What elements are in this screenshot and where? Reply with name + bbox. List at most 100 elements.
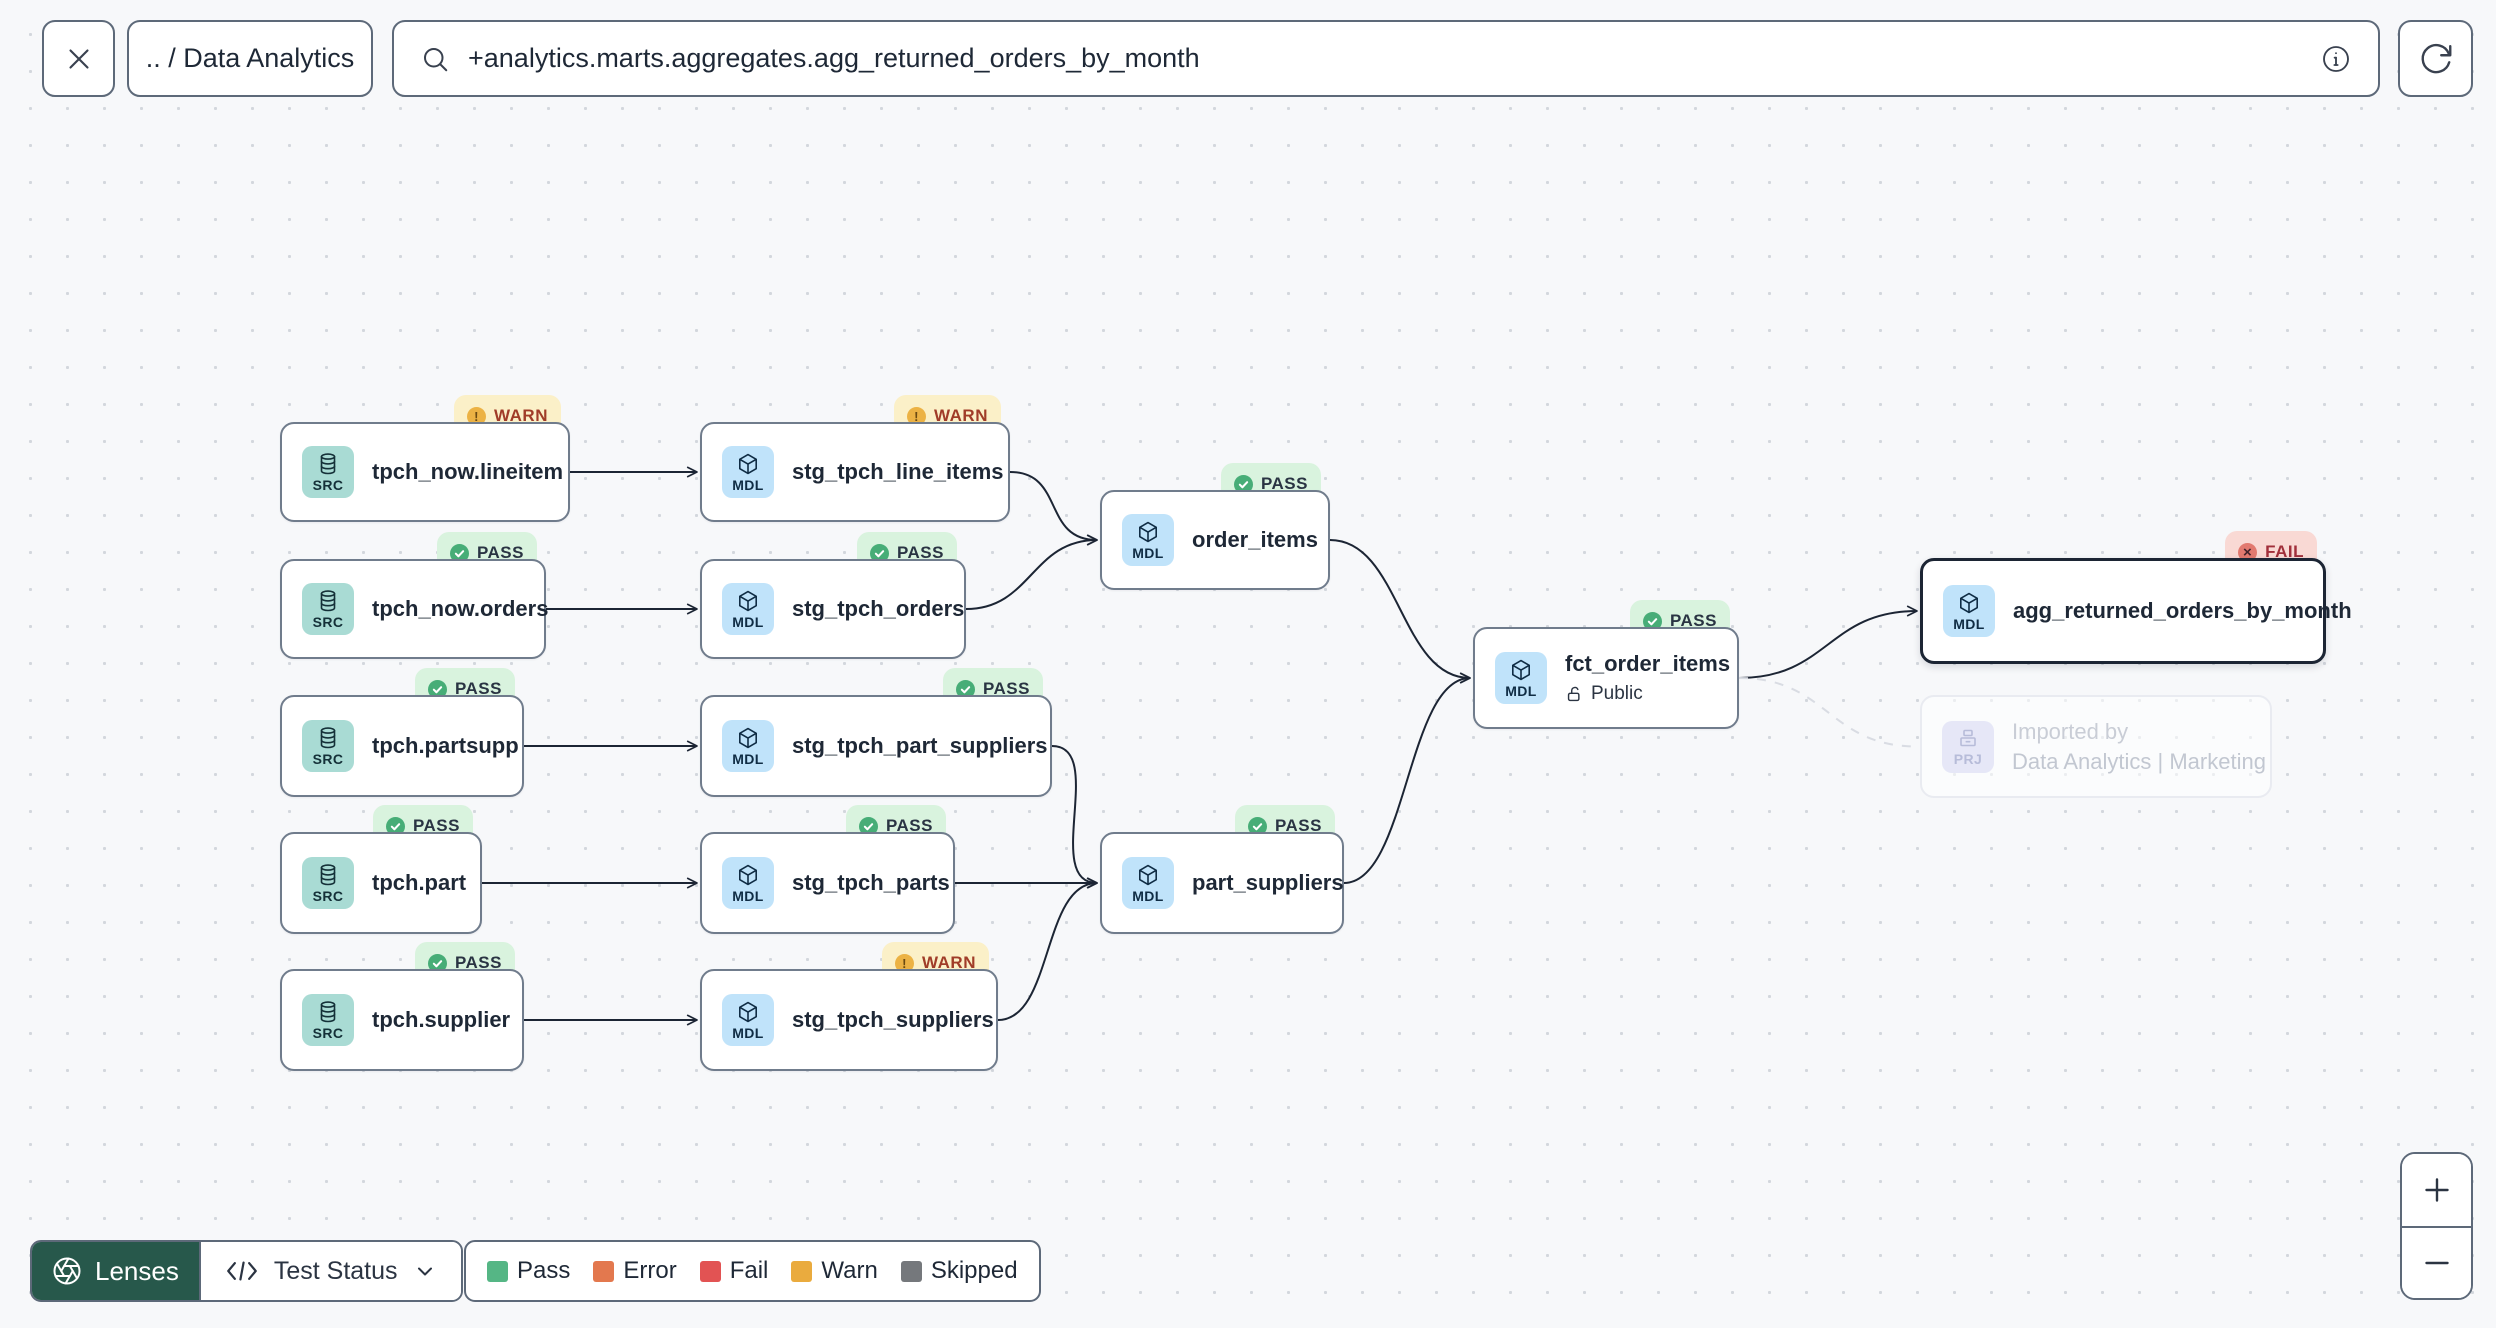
node-tpch_supplier[interactable]: PASS SRC tpch.supplier bbox=[280, 942, 524, 1071]
node-type-label: SRC bbox=[312, 750, 344, 767]
node-tpch_partsupp[interactable]: PASS SRC tpch.partsupp bbox=[280, 668, 524, 797]
edge-part_suppliers-to-fct_order_items bbox=[1343, 672, 1471, 884]
lens-selector[interactable]: Test Status bbox=[198, 1242, 461, 1300]
node-type-label: PRJ bbox=[1953, 751, 1983, 767]
mdl-type-icon: MDL bbox=[722, 583, 774, 635]
node-type-label: SRC bbox=[312, 887, 344, 904]
node-card[interactable]: SRC tpch.part bbox=[280, 832, 482, 934]
search-input[interactable] bbox=[468, 43, 2302, 74]
node-access: Public bbox=[1565, 683, 1730, 705]
node-card[interactable]: MDL part_suppliers bbox=[1100, 832, 1344, 934]
node-card[interactable]: MDL order_items bbox=[1100, 490, 1330, 590]
breadcrumb[interactable]: .. / Data Analytics bbox=[127, 20, 373, 97]
node-card[interactable]: SRC tpch.partsupp bbox=[280, 695, 524, 797]
legend-swatch bbox=[699, 1260, 721, 1282]
edge-fct_order_items-to-agg_returned_orders_by_month bbox=[1738, 605, 1918, 679]
node-stg_tpch_line_items[interactable]: ! WARN MDL stg_tpch_line_items bbox=[700, 395, 1010, 522]
legend-item-error: Error bbox=[593, 1257, 677, 1285]
plus-icon bbox=[2424, 1178, 2449, 1202]
status-dot bbox=[427, 953, 447, 973]
close-button[interactable] bbox=[42, 20, 115, 97]
status-label: PASS bbox=[982, 679, 1030, 698]
model-cube-icon bbox=[739, 864, 757, 885]
legend-label: Warn bbox=[821, 1257, 878, 1284]
node-card[interactable]: MDL stg_tpch_orders bbox=[700, 559, 966, 659]
status-dot bbox=[385, 816, 405, 836]
model-cube-icon bbox=[1139, 864, 1157, 885]
node-card[interactable]: MDL stg_tpch_parts bbox=[700, 832, 955, 934]
node-type-label: MDL bbox=[1132, 887, 1164, 904]
node-order_items[interactable]: PASS MDL order_items bbox=[1100, 463, 1330, 590]
node-card[interactable]: MDL stg_tpch_part_suppliers bbox=[700, 695, 1052, 797]
edge-stg_tpch_orders-to-order_items bbox=[965, 534, 1098, 610]
breadcrumb-label: .. / Data Analytics bbox=[145, 43, 355, 73]
status-label: PASS bbox=[476, 543, 524, 562]
zoom-in-button[interactable] bbox=[2402, 1154, 2471, 1226]
node-label: tpch.part bbox=[372, 870, 467, 895]
node-card[interactable]: MDL stg_tpch_suppliers bbox=[700, 969, 998, 1071]
node-stg_tpch_orders[interactable]: PASS MDL stg_tpch_orders bbox=[700, 532, 966, 659]
status-label: FAIL bbox=[2265, 542, 2304, 561]
status-label: WARN bbox=[922, 953, 976, 972]
status-dot: ! bbox=[467, 406, 487, 426]
status-label: WARN bbox=[934, 406, 988, 425]
node-label: fct_order_items bbox=[1565, 651, 1731, 676]
zoom-out-button[interactable] bbox=[2402, 1226, 2471, 1298]
legend-swatch bbox=[487, 1260, 508, 1282]
model-cube-icon bbox=[739, 727, 757, 748]
node-label: order_items bbox=[1192, 527, 1318, 552]
node-stg_tpch_part_suppliers[interactable]: PASS MDL stg_tpch_part_suppliers bbox=[700, 668, 1052, 797]
mdl-type-icon: MDL bbox=[1943, 585, 1995, 637]
node-card[interactable]: MDL stg_tpch_line_items bbox=[700, 422, 1010, 522]
node-card[interactable]: SRC tpch_now.orders bbox=[280, 559, 549, 659]
status-dot bbox=[1233, 474, 1253, 494]
model-cube-icon bbox=[1960, 592, 1978, 613]
project-icon bbox=[1960, 729, 1976, 747]
node-label: tpch_now.orders bbox=[372, 596, 549, 621]
status-dot: ! bbox=[907, 406, 927, 426]
node-stg_tpch_parts[interactable]: PASS MDL stg_tpch_parts bbox=[700, 805, 955, 934]
mdl-type-icon: MDL bbox=[1495, 652, 1547, 704]
node-label: tpch.partsupp bbox=[372, 733, 519, 758]
node-card[interactable]: SRC tpch_now.lineitem bbox=[280, 422, 570, 522]
node-label: stg_tpch_part_suppliers bbox=[792, 733, 1048, 758]
node-agg_returned_orders_by_month[interactable]: × FAIL MDL agg_returned_orders_by_month bbox=[1920, 531, 2352, 664]
database-icon bbox=[320, 589, 336, 611]
node-type-label: MDL bbox=[732, 613, 764, 630]
node-label: part_suppliers bbox=[1192, 870, 1344, 895]
prj-type-icon: PRJ bbox=[1942, 720, 1994, 773]
mdl-type-icon: MDL bbox=[722, 857, 774, 909]
aperture-icon bbox=[53, 1257, 81, 1285]
node-tpch_now_orders[interactable]: PASS SRC tpch_now.orders bbox=[280, 532, 549, 659]
model-cube-icon bbox=[1512, 659, 1530, 680]
node-label: tpch.supplier bbox=[372, 1007, 511, 1032]
status-dot bbox=[955, 679, 975, 699]
node-card[interactable]: MDL agg_returned_orders_by_month bbox=[1920, 558, 2352, 664]
edge-order_items-to-fct_order_items bbox=[1329, 539, 1471, 684]
mdl-type-icon: MDL bbox=[722, 994, 774, 1046]
status-dot bbox=[869, 543, 889, 563]
mdl-type-icon: MDL bbox=[722, 446, 774, 498]
node-label: stg_tpch_line_items bbox=[792, 459, 1004, 484]
node-ghost-subtitle: Data Analytics | Marketing bbox=[2012, 748, 2266, 774]
node-card: PRJ Imported by Data Analytics | Marketi… bbox=[1920, 695, 2272, 798]
node-stg_tpch_suppliers[interactable]: ! WARN MDL stg_tpch_suppliers bbox=[700, 942, 998, 1071]
legend-item-warn: Warn bbox=[791, 1257, 878, 1285]
refresh-button[interactable] bbox=[2398, 20, 2473, 97]
edge-stg_tpch_line_items-to-order_items bbox=[1009, 471, 1098, 546]
node-tpch_now_lineitem[interactable]: ! WARN SRC tpch_now.lineitem bbox=[280, 395, 570, 522]
lenses-button[interactable]: Lenses bbox=[32, 1242, 199, 1300]
status-label: WARN bbox=[494, 406, 548, 425]
status-label: PASS bbox=[454, 679, 502, 698]
info-icon[interactable] bbox=[2320, 43, 2352, 75]
search-bar[interactable] bbox=[392, 20, 2380, 97]
node-tpch_part[interactable]: PASS SRC tpch.part bbox=[280, 805, 482, 934]
status-dot bbox=[427, 679, 447, 699]
node-card[interactable]: SRC tpch.supplier bbox=[280, 969, 524, 1071]
node-type-label: MDL bbox=[1505, 682, 1537, 699]
node-part_suppliers[interactable]: PASS MDL part_suppliers bbox=[1100, 805, 1344, 934]
